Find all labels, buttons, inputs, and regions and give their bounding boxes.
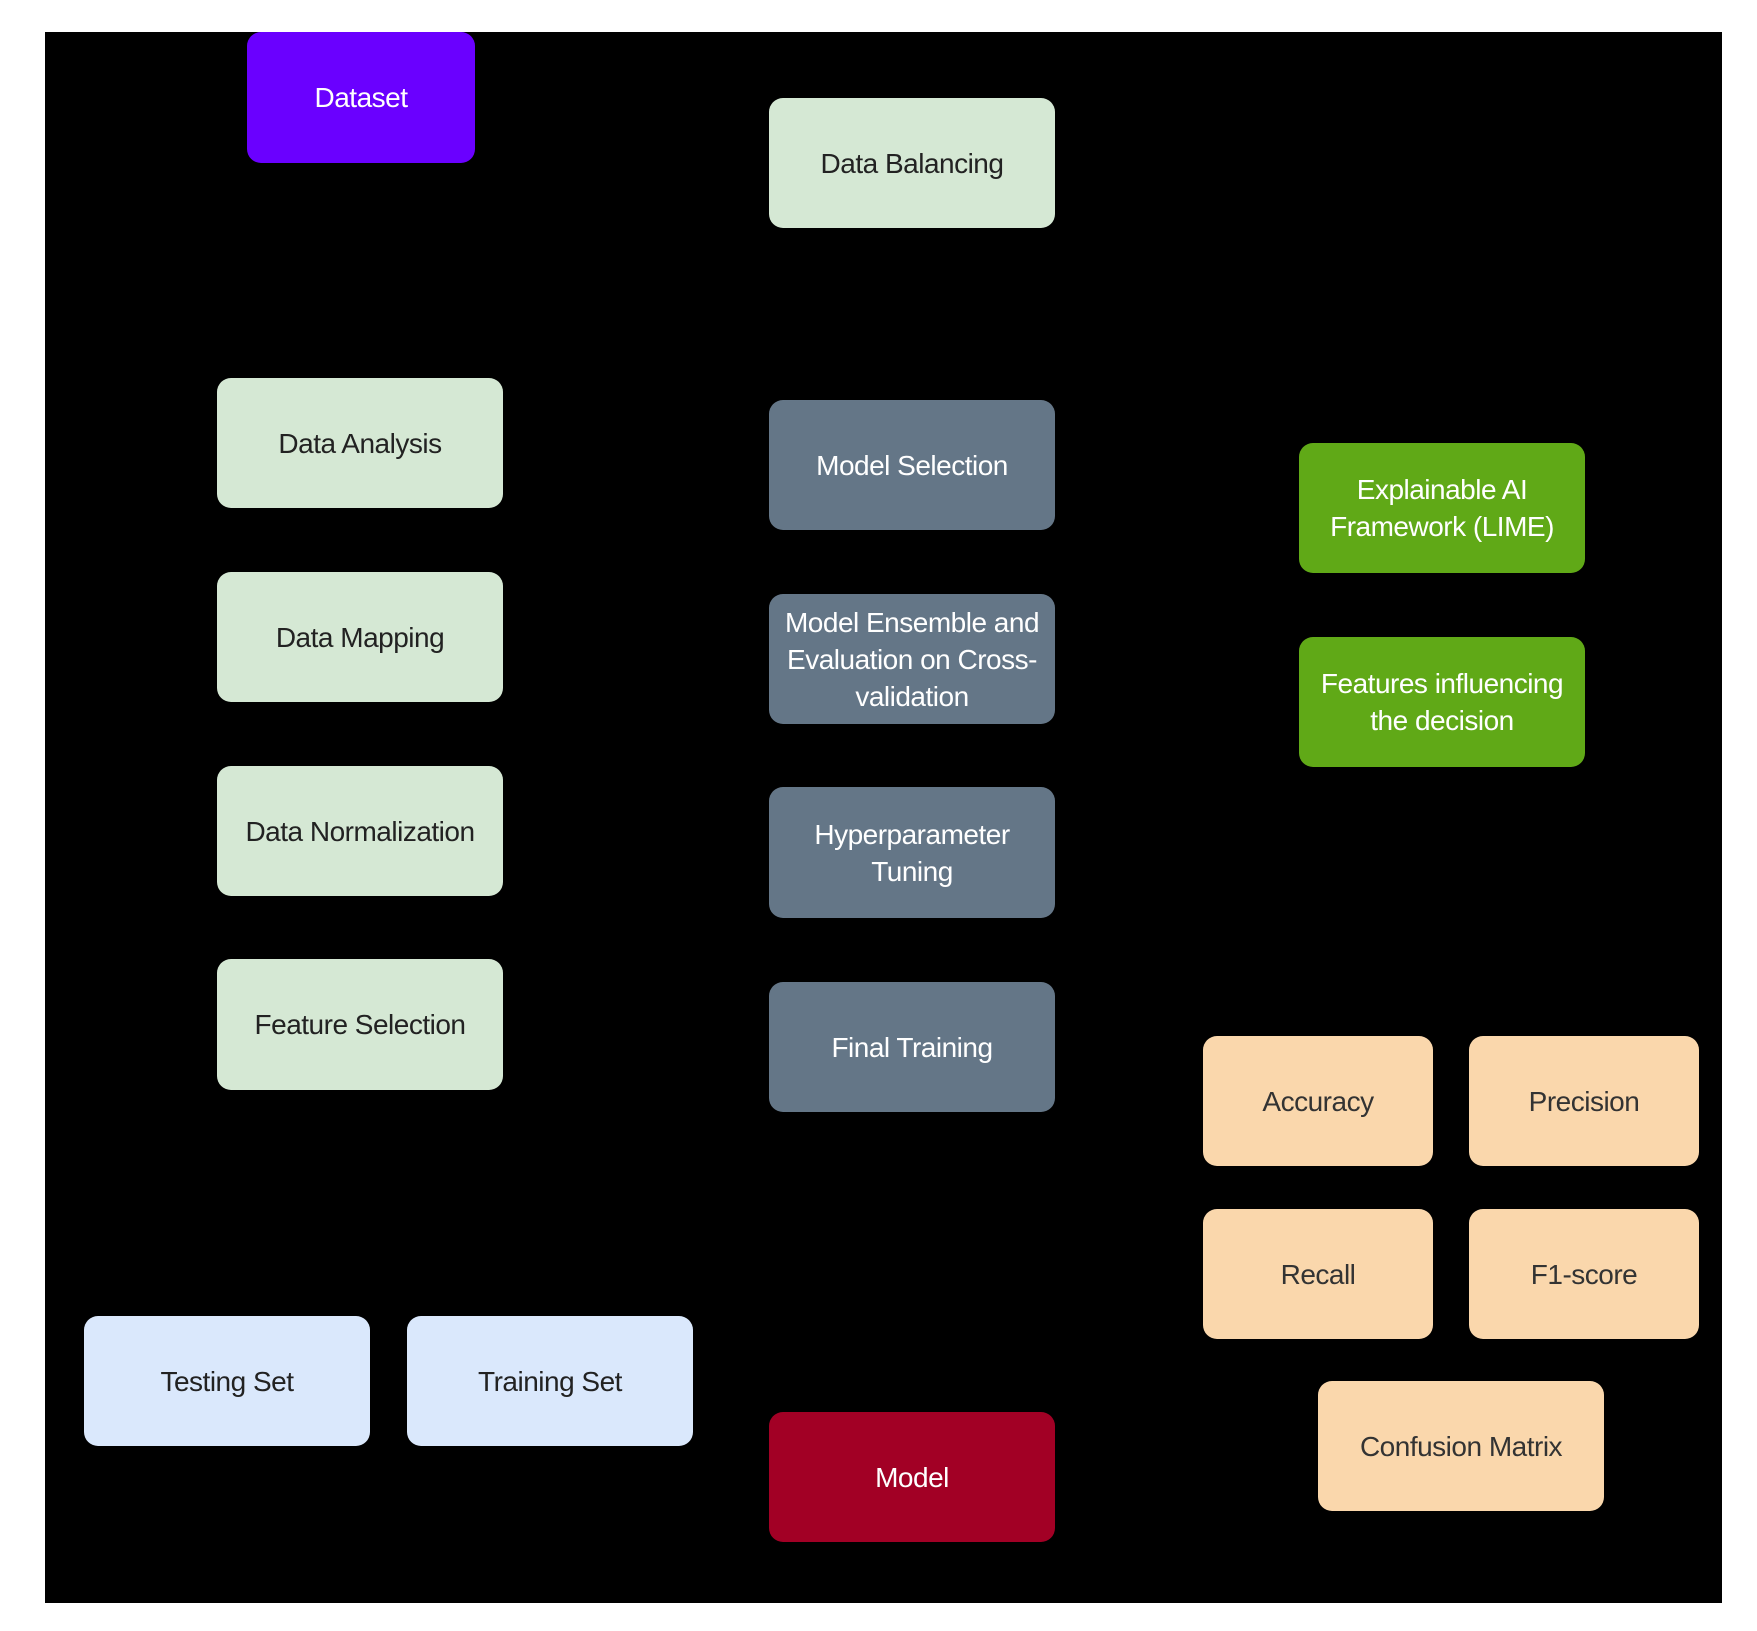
data-balancing-node: Data Balancing [769, 98, 1055, 228]
accuracy-node: Accuracy [1203, 1036, 1433, 1166]
model-selection-node: Model Selection [769, 400, 1055, 530]
model-selection-label: Model Selection [816, 449, 1008, 481]
training-set-label: Training Set [478, 1365, 622, 1397]
confusion-matrix-label: Confusion Matrix [1359, 1430, 1563, 1462]
recall-node: Recall [1203, 1209, 1433, 1339]
model-ensemble-node: Model Ensemble and Evaluation on Cross-v… [769, 594, 1055, 724]
recall-label: Recall [1280, 1258, 1356, 1290]
final-training-label: Final Training [831, 1031, 993, 1063]
data-analysis-label: Data Analysis [278, 427, 442, 459]
f1-score-label: F1-score [1530, 1258, 1638, 1290]
feature-selection-label: Feature Selection [254, 1009, 466, 1040]
data-mapping-node: Data Mapping [217, 572, 503, 702]
feature-selection-node: Feature Selection [217, 959, 503, 1090]
data-normalization-node: Data Normalization [217, 766, 503, 896]
data-normalization-label: Data Normalization [245, 815, 475, 847]
explainable-ai-label: Explainable AI Framework (LIME) [1330, 474, 1554, 542]
accuracy-label: Accuracy [1262, 1085, 1374, 1117]
dataset-label: Dataset [314, 82, 409, 113]
model-ensemble-label: Model Ensemble and Evaluation on Cross-v… [784, 606, 1040, 712]
dataset-node: Dataset [247, 32, 475, 163]
features-influencing-label: Features influencing the decision [1320, 668, 1564, 736]
training-set-node: Training Set [407, 1316, 693, 1446]
features-influencing-node: Features influencing the decision [1299, 637, 1585, 767]
precision-label: Precision [1528, 1085, 1640, 1117]
data-analysis-node: Data Analysis [217, 378, 503, 508]
confusion-matrix-node: Confusion Matrix [1318, 1381, 1604, 1511]
testing-set-label: Testing Set [160, 1365, 294, 1397]
f1-score-node: F1-score [1469, 1209, 1699, 1339]
precision-node: Precision [1469, 1036, 1699, 1166]
hyperparameter-tuning-label: Hyperparameter Tuning [814, 818, 1010, 887]
model-node: Model [769, 1412, 1055, 1542]
model-label: Model [875, 1461, 949, 1493]
data-mapping-label: Data Mapping [275, 621, 445, 653]
explainable-ai-node: Explainable AI Framework (LIME) [1299, 443, 1585, 573]
diagram-canvas: Dataset Data Balancing Data Analysis Dat… [45, 32, 1722, 1603]
final-training-node: Final Training [769, 982, 1055, 1112]
testing-set-node: Testing Set [84, 1316, 370, 1446]
data-balancing-label: Data Balancing [820, 147, 1004, 179]
hyperparameter-tuning-node: Hyperparameter Tuning [769, 787, 1055, 918]
